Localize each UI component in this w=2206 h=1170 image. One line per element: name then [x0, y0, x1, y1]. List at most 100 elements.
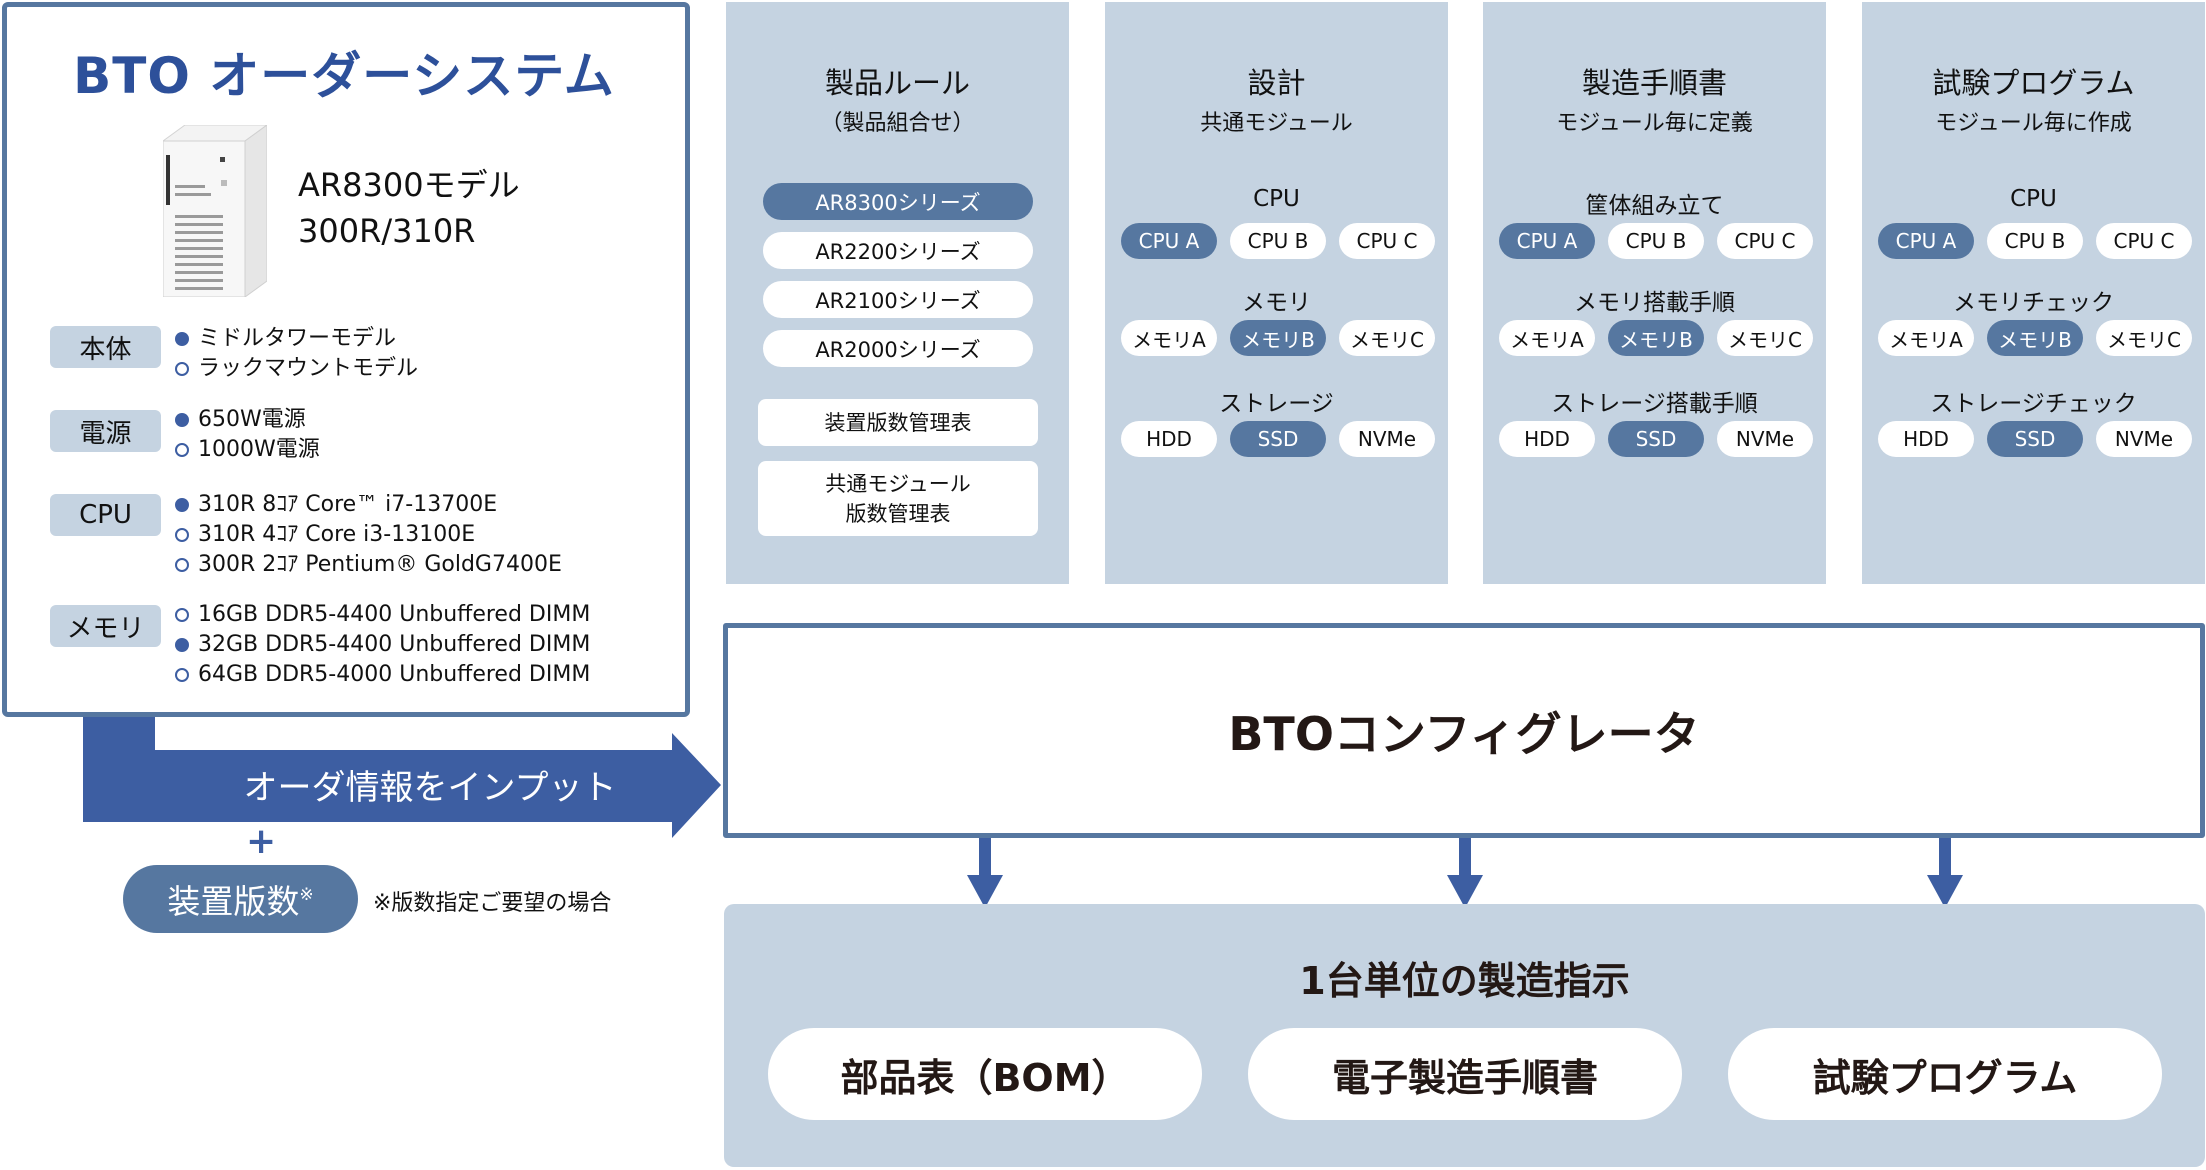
- plus-icon: +: [246, 821, 277, 862]
- module-option-chip[interactable]: メモリB: [1230, 320, 1326, 356]
- module-option-chip[interactable]: メモリB: [1987, 320, 2083, 356]
- module-option-chip[interactable]: CPU B: [1608, 223, 1704, 259]
- module-option-chip[interactable]: メモリA: [1499, 320, 1595, 356]
- spec-label-body: 本体: [50, 326, 161, 368]
- module-version-table: 共通モジュール 版数管理表: [758, 461, 1038, 536]
- bto-configurator: BTOコンフィグレータ: [723, 623, 2205, 838]
- input-arrow-icon: [83, 717, 721, 838]
- down-arrow-icon: [1447, 838, 1483, 908]
- panel-subtitle: モジュール毎に作成: [1935, 111, 2132, 136]
- spec-option[interactable]: 1000W電源: [175, 435, 320, 465]
- radio-icon: [175, 362, 189, 376]
- radio-icon: [175, 332, 189, 346]
- down-arrow-icon: [967, 838, 1003, 908]
- spec-option[interactable]: 300R 2ｺｱ Pentium® GoldG7400E: [175, 550, 562, 580]
- panel-subtitle: （製品組合せ）: [820, 111, 975, 136]
- series-item[interactable]: AR2200シリーズ: [763, 232, 1033, 269]
- module-option-chip[interactable]: HDD: [1499, 421, 1595, 457]
- spec-option[interactable]: 32GB DDR5-4400 Unbuffered DIMM: [175, 630, 590, 660]
- module-group-label: ストレージ搭載手順: [1551, 391, 1758, 417]
- module-option-chip[interactable]: CPU A: [1878, 223, 1974, 259]
- spec-option[interactable]: 650W電源: [175, 405, 306, 435]
- module-option-chip[interactable]: メモリC: [1717, 320, 1813, 356]
- spec-option-label: 16GB DDR5-4400 Unbuffered DIMM: [198, 602, 591, 627]
- module-option-chip[interactable]: SSD: [1230, 421, 1326, 457]
- order-system-title: BTO オーダーシステム: [73, 47, 615, 105]
- test-module-panel: 試験プログラムモジュール毎に作成 CPU CPU A CPU B CPU C メモリチェッ…: [1862, 2, 2205, 584]
- panel-title: 製造手順書: [1581, 66, 1727, 100]
- module-option-chip[interactable]: メモリC: [1339, 320, 1435, 356]
- procedure-module-panel: 製造手順書モジュール毎に定義筐体組み立て CPU A CPU B CPU C メモリ搭載…: [1483, 2, 1826, 584]
- radio-icon: [175, 528, 189, 542]
- model-name: AR8300モデル 300R/310R: [298, 162, 520, 254]
- model-name-line1: AR8300モデル: [298, 166, 520, 204]
- series-item[interactable]: AR2000シリーズ: [763, 330, 1033, 367]
- device-version-label: 装置版数: [167, 882, 300, 921]
- tower-pc-image: [163, 125, 267, 297]
- module-option-chip[interactable]: NVMe: [2096, 421, 2192, 457]
- series-item[interactable]: AR8300シリーズ: [763, 183, 1033, 220]
- module-group-label: メモリチェック: [1953, 290, 2114, 316]
- spec-option[interactable]: 310R 8ｺｱ Core™ i7-13700E: [175, 490, 497, 520]
- spec-option[interactable]: ラックマウントモデル: [175, 354, 418, 384]
- series-item[interactable]: AR2100シリーズ: [763, 281, 1033, 318]
- radio-icon: [175, 608, 189, 622]
- module-group-label: ストレージ: [1219, 391, 1334, 417]
- output-manufacturing-procedure: 電子製造手順書: [1248, 1028, 1682, 1120]
- output-title: 1台単位の製造指示: [1299, 959, 1630, 1003]
- module-group-label: メモリ: [1242, 290, 1311, 316]
- output-test-program: 試験プログラム: [1728, 1028, 2162, 1120]
- down-arrow-icon: [1927, 838, 1963, 908]
- spec-option-label: 300R 2ｺｱ Pentium® GoldG7400E: [198, 552, 562, 577]
- module-group-label: CPU: [1253, 186, 1300, 212]
- spec-label-memory: メモリ: [50, 605, 161, 647]
- model-name-line2: 300R/310R: [298, 212, 476, 250]
- module-option-chip[interactable]: CPU A: [1121, 223, 1217, 259]
- module-option-chip[interactable]: SSD: [1987, 421, 2083, 457]
- module-group-label: ストレージチェック: [1930, 391, 2137, 417]
- spec-option-label: 310R 8ｺｱ Core™ i7-13700E: [198, 492, 498, 517]
- spec-label-cpu: CPU: [50, 494, 161, 536]
- spec-option-label: 32GB DDR5-4400 Unbuffered DIMM: [198, 632, 591, 657]
- module-option-chip[interactable]: メモリC: [2096, 320, 2192, 356]
- footnote-mark: ※: [299, 885, 314, 905]
- module-option-chip[interactable]: CPU C: [1717, 223, 1813, 259]
- module-option-chip[interactable]: メモリA: [1878, 320, 1974, 356]
- module-group-label: メモリ搭載手順: [1574, 290, 1735, 316]
- spec-option[interactable]: 310R 4ｺｱ Core i3-13100E: [175, 520, 475, 550]
- input-arrow-label: オーダ情報をインプット: [243, 768, 617, 808]
- module-option-chip[interactable]: メモリA: [1121, 320, 1217, 356]
- module-option-chip[interactable]: CPU B: [1987, 223, 2083, 259]
- module-option-chip[interactable]: NVMe: [1717, 421, 1813, 457]
- module-option-chip[interactable]: CPU C: [1339, 223, 1435, 259]
- device-version-table: 装置版数管理表: [758, 399, 1038, 446]
- radio-icon: [175, 498, 189, 512]
- spec-option-label: 1000W電源: [198, 437, 320, 462]
- output-bom: 部品表（BOM）: [768, 1028, 1202, 1120]
- module-option-chip[interactable]: HDD: [1878, 421, 1974, 457]
- module-group-label: CPU: [2010, 186, 2057, 212]
- module-option-chip[interactable]: CPU B: [1230, 223, 1326, 259]
- radio-icon: [175, 443, 189, 457]
- module-option-chip[interactable]: HDD: [1121, 421, 1217, 457]
- spec-option[interactable]: ミドルタワーモデル: [175, 324, 396, 354]
- radio-icon: [175, 558, 189, 572]
- module-option-chip[interactable]: CPU A: [1499, 223, 1595, 259]
- module-group-label: 筐体組み立て: [1585, 193, 1724, 219]
- module-option-chip[interactable]: SSD: [1608, 421, 1704, 457]
- device-version-pill: 装置版数※: [123, 865, 358, 933]
- spec-option-label: ラックマウントモデル: [198, 356, 419, 381]
- module-option-chip[interactable]: メモリB: [1608, 320, 1704, 356]
- spec-option-label: ミドルタワーモデル: [198, 326, 397, 351]
- spec-option-label: 310R 4ｺｱ Core i3-13100E: [198, 522, 476, 547]
- panel-subtitle: モジュール毎に定義: [1556, 111, 1753, 136]
- radio-icon: [175, 668, 189, 682]
- module-option-chip[interactable]: NVMe: [1339, 421, 1435, 457]
- spec-option[interactable]: 16GB DDR5-4400 Unbuffered DIMM: [175, 600, 590, 630]
- module-option-chip[interactable]: CPU C: [2096, 223, 2192, 259]
- panel-title: 試験プログラム: [1932, 66, 2135, 100]
- panel-title: 製品ルール: [824, 66, 970, 100]
- radio-icon: [175, 638, 189, 652]
- spec-option[interactable]: 64GB DDR5-4000 Unbuffered DIMM: [175, 660, 590, 690]
